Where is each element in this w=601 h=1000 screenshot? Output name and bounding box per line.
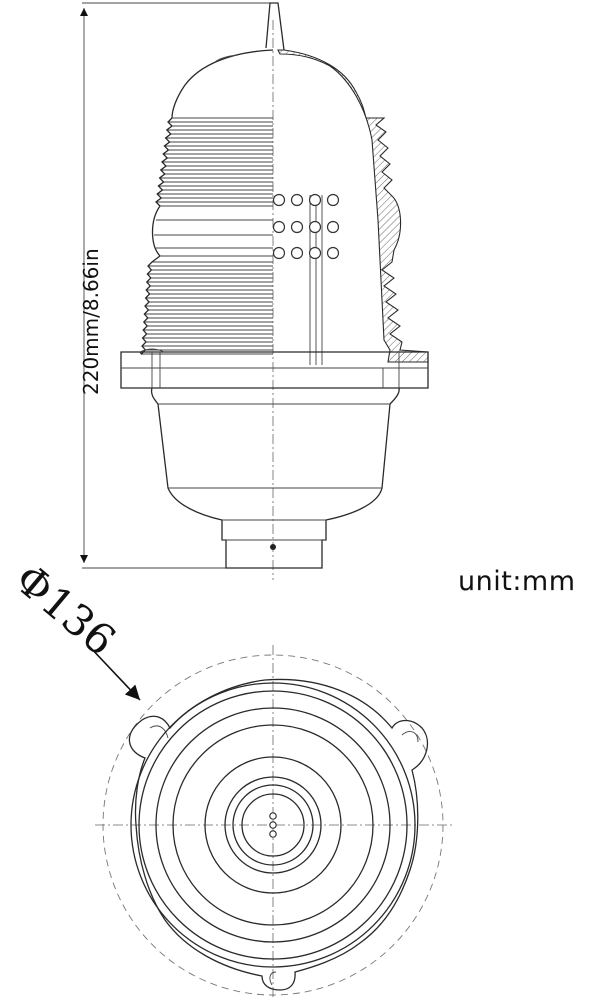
side-view — [120, 2, 429, 580]
led — [308, 193, 322, 207]
ring-2 — [138, 690, 408, 960]
diameter-leader-arrow — [87, 644, 141, 701]
dome-left-outline — [171, 49, 274, 119]
hub-outer — [224, 776, 322, 874]
fin-edge-lower — [139, 255, 161, 356]
left-fins — [139, 117, 273, 356]
led — [272, 220, 286, 234]
led — [272, 246, 286, 260]
ring-3 — [155, 707, 391, 943]
led — [308, 246, 322, 260]
base-housing — [150, 387, 400, 569]
housing-section-wall — [277, 49, 429, 363]
unit-label: unit:mm — [458, 566, 576, 597]
flange-outline — [128, 678, 429, 991]
top-view: Φ136 — [6, 554, 455, 1000]
led — [326, 220, 340, 234]
mounting-flange — [120, 351, 429, 389]
ring-4 — [172, 724, 374, 926]
led — [272, 193, 286, 207]
height-label: 220mm/8.66in — [79, 248, 103, 395]
led — [290, 193, 304, 207]
led — [326, 246, 340, 260]
led — [308, 220, 322, 234]
led — [290, 246, 304, 260]
led-array — [272, 193, 340, 260]
led — [326, 193, 340, 207]
led — [290, 220, 304, 234]
lens-bulge-left — [151, 205, 161, 257]
ring-outer — [130, 682, 416, 968]
lightning-rod — [265, 2, 285, 51]
fin-edge-upper — [155, 117, 173, 207]
height-dimension: 220mm/8.66in — [79, 2, 270, 569]
diameter-label: Φ136 — [6, 554, 125, 665]
hub-inner — [232, 784, 314, 866]
hub-core — [241, 793, 305, 857]
ring-5 — [204, 756, 342, 894]
cable-gland-dot — [270, 544, 276, 550]
